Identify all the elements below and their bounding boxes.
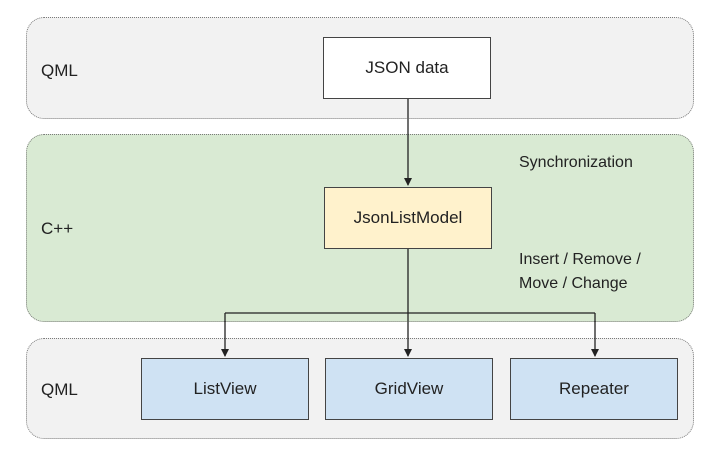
listview-label: ListView (193, 379, 257, 398)
listview-node: ListView (141, 358, 309, 420)
repeater-node: Repeater (510, 358, 678, 420)
json-list-model-label: JsonListModel (353, 208, 463, 227)
synchronization-annotation: Synchronization (519, 154, 633, 171)
gridview-node: GridView (325, 358, 493, 420)
json-data-label: JSON data (365, 58, 449, 77)
json-data-node: JSON data (323, 37, 491, 99)
qml-top-label: QML (41, 61, 78, 80)
json-list-model-node: JsonListModel (324, 187, 492, 249)
operations-annotation: Insert / Remove / Move / Change (519, 251, 641, 292)
qml-bottom-label: QML (41, 380, 78, 399)
cpp-label: C++ (41, 219, 74, 238)
repeater-label: Repeater (559, 379, 629, 398)
gridview-label: GridView (374, 379, 444, 398)
